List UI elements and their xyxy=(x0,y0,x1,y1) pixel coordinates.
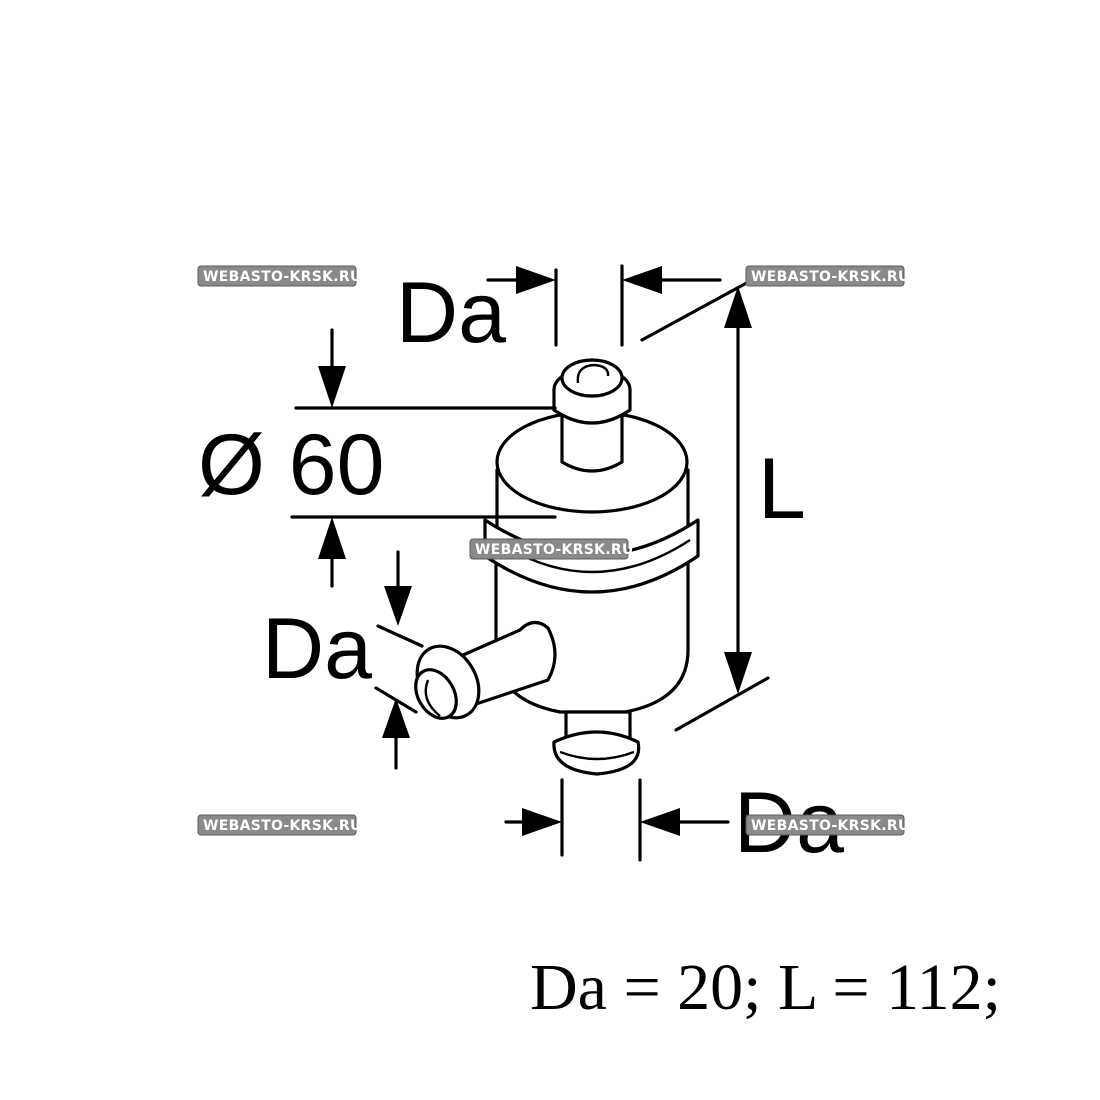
dimension-da-side xyxy=(374,550,424,770)
dimension-da-top xyxy=(486,264,722,347)
svg-text:WEBASTO-KRSK.RU: WEBASTO-KRSK.RU xyxy=(751,269,910,285)
svg-text:WEBASTO-KRSK.RU: WEBASTO-KRSK.RU xyxy=(203,818,362,834)
svg-text:WEBASTO-KRSK.RU: WEBASTO-KRSK.RU xyxy=(751,818,910,834)
label-da-side: Da xyxy=(262,601,372,697)
dimension-diameter xyxy=(290,328,557,588)
dimension-spec: Da = 20; L = 112; xyxy=(530,951,1001,1024)
label-diameter: Ø 60 xyxy=(198,417,384,513)
watermark: WEBASTO-KRSK.RU xyxy=(745,265,910,287)
top-pipe xyxy=(552,358,632,473)
svg-text:WEBASTO-KRSK.RU: WEBASTO-KRSK.RU xyxy=(203,269,362,285)
watermark: WEBASTO-KRSK.RU xyxy=(197,265,362,287)
dimension-da-bottom xyxy=(504,778,730,862)
watermark: WEBASTO-KRSK.RU xyxy=(745,814,910,836)
watermark: WEBASTO-KRSK.RU xyxy=(197,814,362,836)
watermark: WEBASTO-KRSK.RU xyxy=(469,538,634,560)
label-da-top: Da xyxy=(396,265,506,361)
svg-text:WEBASTO-KRSK.RU: WEBASTO-KRSK.RU xyxy=(475,542,634,558)
label-length: L xyxy=(758,441,806,537)
dimension-length xyxy=(640,278,770,732)
bottom-pipe xyxy=(552,710,641,776)
side-pipe xyxy=(414,620,557,720)
